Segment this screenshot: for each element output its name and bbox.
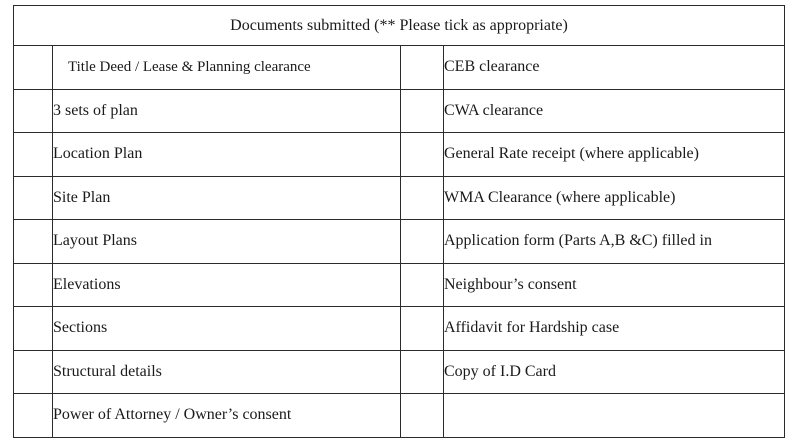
table-row: Sections Affidavit for Hardship case bbox=[13, 306, 785, 351]
tick-box[interactable] bbox=[13, 175, 53, 220]
document-label: Title Deed / Lease & Planning clearance bbox=[52, 45, 401, 90]
document-label: Sections bbox=[52, 306, 401, 351]
table-row: Site Plan WMA Clearance (where applicabl… bbox=[13, 175, 785, 220]
tick-box[interactable] bbox=[13, 393, 53, 438]
document-label: Copy of I.D Card bbox=[443, 349, 785, 394]
tick-box[interactable] bbox=[400, 306, 444, 351]
table-row: Title Deed / Lease & Planning clearance … bbox=[13, 45, 785, 90]
tick-box[interactable] bbox=[400, 132, 444, 177]
document-label: Layout Plans bbox=[52, 219, 401, 264]
table-row: Power of Attorney / Owner’s consent bbox=[13, 393, 785, 438]
document-label: Location Plan bbox=[52, 132, 401, 177]
table-header-row: Documents submitted (** Please tick as a… bbox=[13, 5, 785, 46]
tick-box[interactable] bbox=[13, 306, 53, 351]
table-header: Documents submitted (** Please tick as a… bbox=[13, 5, 785, 46]
tick-box[interactable] bbox=[400, 175, 444, 220]
tick-box[interactable] bbox=[400, 262, 444, 307]
table-row: Layout Plans Application form (Parts A,B… bbox=[13, 219, 785, 264]
tick-box[interactable] bbox=[400, 393, 444, 438]
tick-box[interactable] bbox=[400, 45, 444, 90]
document-label bbox=[443, 393, 785, 438]
tick-box[interactable] bbox=[13, 219, 53, 264]
document-label: Neighbour’s consent bbox=[443, 262, 785, 307]
document-label: Application form (Parts A,B &C) filled i… bbox=[443, 219, 785, 264]
tick-box[interactable] bbox=[13, 132, 53, 177]
tick-box[interactable] bbox=[13, 262, 53, 307]
tick-box[interactable] bbox=[400, 349, 444, 394]
document-label: 3 sets of plan bbox=[52, 88, 401, 133]
document-label: Elevations bbox=[52, 262, 401, 307]
document-label: Affidavit for Hardship case bbox=[443, 306, 785, 351]
tick-box[interactable] bbox=[400, 219, 444, 264]
document-label: WMA Clearance (where applicable) bbox=[443, 175, 785, 220]
table-row: Location Plan General Rate receipt (wher… bbox=[13, 132, 785, 177]
document-label: Structural details bbox=[52, 349, 401, 394]
document-label: Site Plan bbox=[52, 175, 401, 220]
tick-box[interactable] bbox=[13, 88, 53, 133]
documents-submitted-table: Documents submitted (** Please tick as a… bbox=[13, 5, 785, 438]
document-label: CEB clearance bbox=[443, 45, 785, 90]
tick-box[interactable] bbox=[13, 45, 53, 90]
tick-box[interactable] bbox=[13, 349, 53, 394]
table-row: Structural details Copy of I.D Card bbox=[13, 349, 785, 394]
table-row: Elevations Neighbour’s consent bbox=[13, 262, 785, 307]
document-label: CWA clearance bbox=[443, 88, 785, 133]
document-label: General Rate receipt (where applicable) bbox=[443, 132, 785, 177]
table-row: 3 sets of plan CWA clearance bbox=[13, 88, 785, 133]
tick-box[interactable] bbox=[400, 88, 444, 133]
document-label: Power of Attorney / Owner’s consent bbox=[52, 393, 401, 438]
